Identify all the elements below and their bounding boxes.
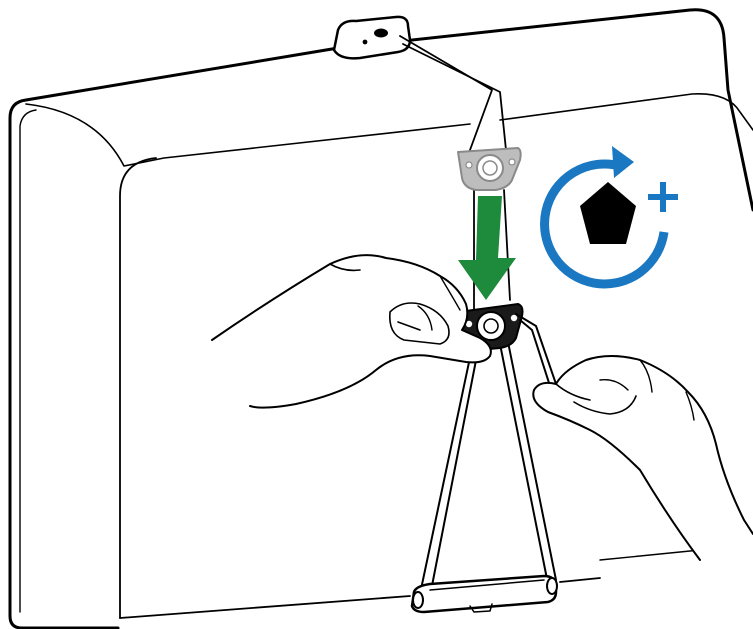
arrow-down-icon xyxy=(458,196,516,300)
right-hand xyxy=(532,355,753,561)
top-bracket xyxy=(332,15,412,60)
a-frame-wires xyxy=(419,341,557,597)
tighten-pentagon-plus-icon xyxy=(540,146,678,289)
left-hand xyxy=(211,254,492,409)
bracket-ghost-position xyxy=(457,147,522,191)
hex-key xyxy=(515,313,557,387)
enclosure-box xyxy=(8,8,753,629)
hanging-wire xyxy=(399,35,511,311)
bottom-bracket xyxy=(410,574,558,614)
